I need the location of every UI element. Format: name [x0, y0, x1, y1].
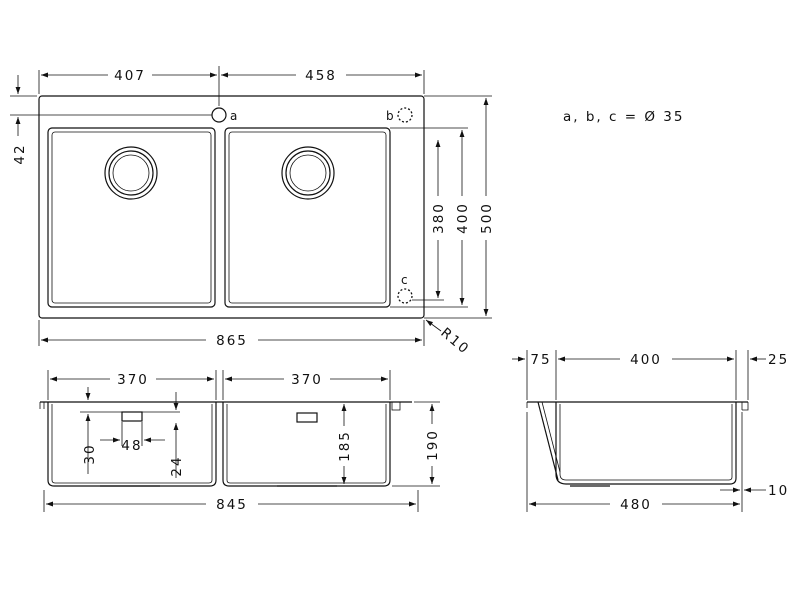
dim-r10: R10 — [437, 325, 472, 358]
tap-hole-b-icon — [397, 107, 413, 123]
dim-370-bowl-2: 370 — [291, 372, 323, 388]
dim-75: 75 — [530, 352, 551, 368]
dim-24: 24 — [169, 455, 185, 476]
hole-b-label: b — [386, 109, 394, 123]
dim-190: 190 — [425, 429, 441, 461]
dim-400-side: 400 — [630, 352, 662, 368]
hole-a-label: a — [230, 109, 237, 123]
dim-458: 458 — [305, 68, 337, 84]
hole-diameter-note: a, b, c = Ø 35 — [563, 109, 684, 125]
top-view: a b c 407 458 42 380 400 500 — [10, 66, 495, 358]
dim-185: 185 — [337, 430, 353, 462]
dim-380: 380 — [431, 202, 447, 234]
dim-480: 480 — [620, 497, 652, 513]
front-view: 370 370 30 48 24 185 190 845 — [39, 370, 441, 513]
dim-500: 500 — [479, 202, 495, 234]
dim-25: 25 — [768, 352, 789, 368]
dim-370-bowl-1: 370 — [117, 372, 149, 388]
dim-48: 48 — [121, 438, 142, 454]
dim-407: 407 — [114, 68, 146, 84]
dim-42: 42 — [12, 143, 28, 164]
dim-400: 400 — [455, 202, 471, 234]
overflow-slot-2 — [296, 412, 318, 423]
overflow-slot-1 — [121, 411, 143, 422]
side-bowl-profile — [537, 401, 559, 481]
right-bowl — [224, 127, 391, 308]
tap-hole-c-icon — [397, 288, 413, 304]
sink-outline — [38, 95, 425, 319]
left-bowl — [47, 127, 216, 308]
dim-865: 865 — [216, 333, 248, 349]
drain-right-icon — [281, 146, 335, 200]
hole-c-label: c — [401, 273, 408, 287]
drain-left-icon — [104, 146, 158, 200]
front-bowl-2 — [222, 402, 391, 487]
dim-10: 10 — [768, 483, 789, 499]
dim-30: 30 — [82, 443, 98, 464]
tap-hole-a-icon — [211, 107, 227, 123]
dim-845: 845 — [216, 497, 248, 513]
side-view: 75 400 25 480 10 — [512, 350, 789, 513]
